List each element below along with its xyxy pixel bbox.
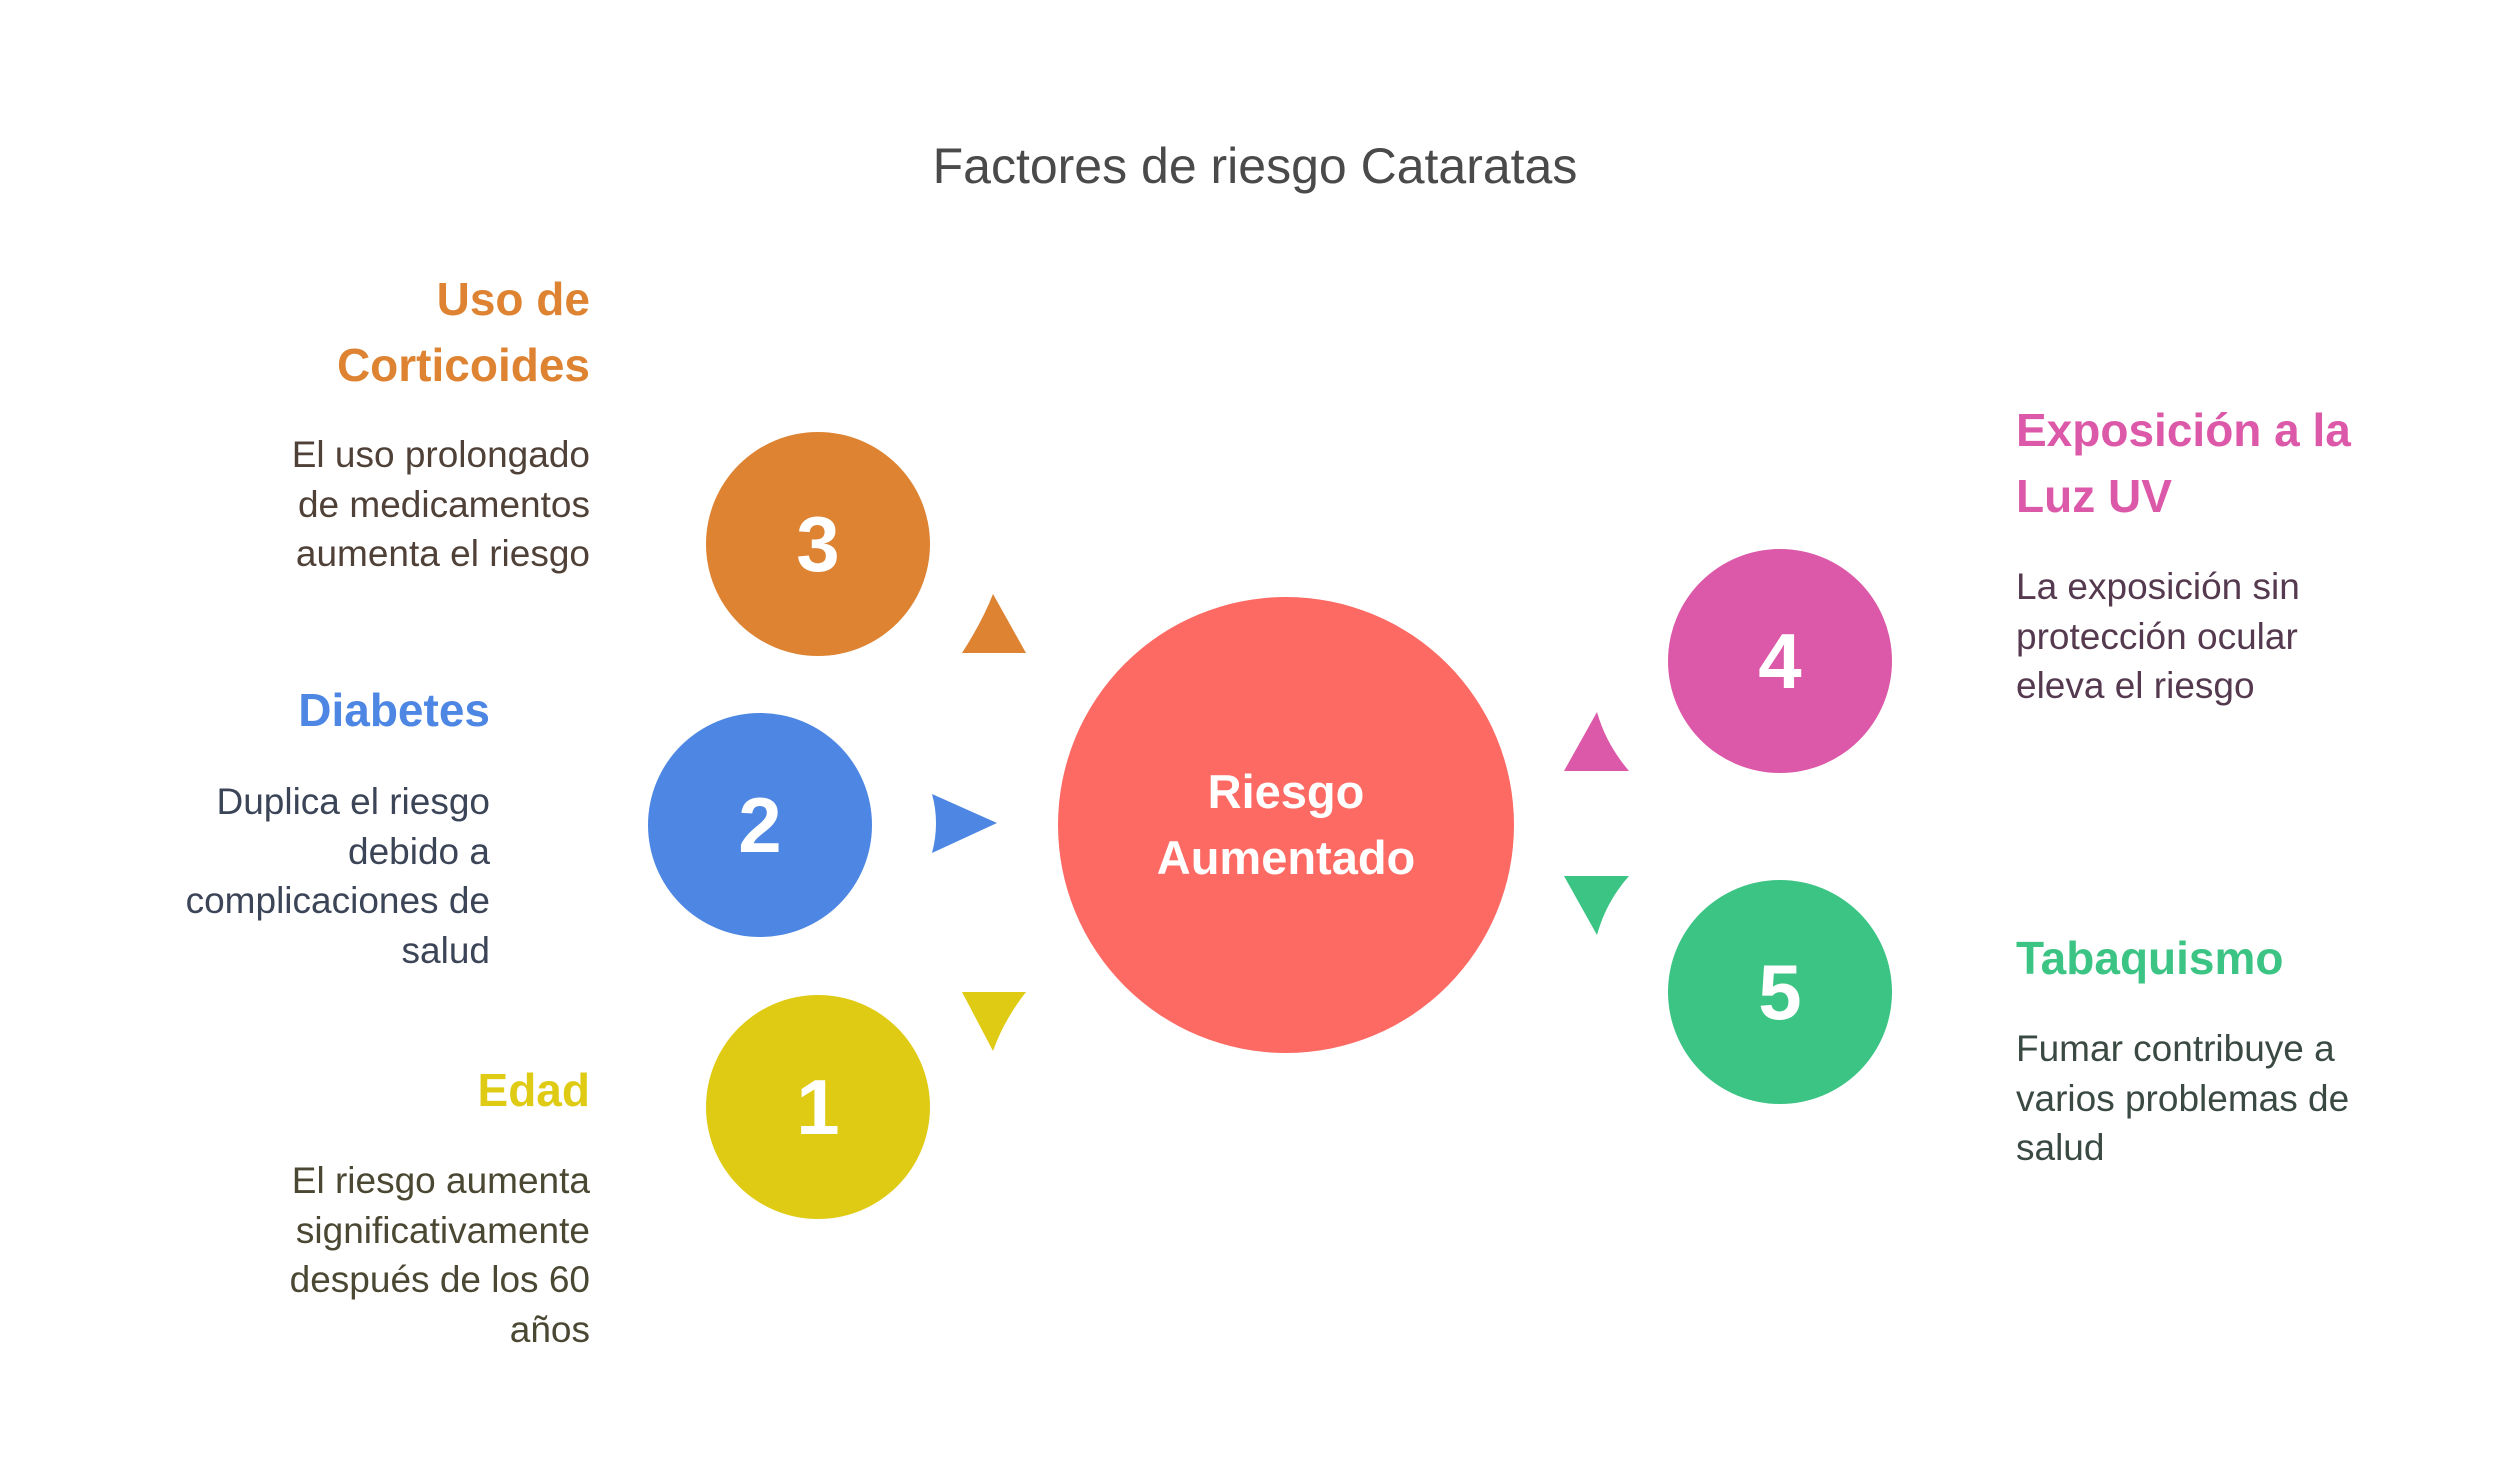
- triangle-down-icon: [962, 992, 1026, 1051]
- factor-diabetes: Diabetes Duplica el riesgo debido a comp…: [50, 677, 490, 975]
- center-label-line1: Riesgo: [1207, 765, 1365, 818]
- factor-description: El riesgo aumenta significativamente des…: [289, 1160, 590, 1350]
- factor-description: El uso prolongado de medicamentos aument…: [291, 434, 590, 574]
- factor-number-badge-2: 2: [648, 713, 872, 937]
- diagram-title: Factores de riesgo Cataratas: [932, 138, 1578, 194]
- factor-title: Exposición a la Luz UV: [2016, 404, 2351, 522]
- factor-corticoides: Uso de Corticoides El uso prolongado de …: [150, 266, 590, 579]
- factor-number-badge-1: 1: [706, 995, 930, 1219]
- factor-edad: Edad El riesgo aumenta significativament…: [150, 1057, 590, 1354]
- factor-number-badge-5: 5: [1668, 880, 1892, 1104]
- factor-title: Diabetes: [298, 684, 490, 736]
- factor-title: Edad: [477, 1064, 590, 1116]
- factor-description: La exposición sin protección ocular elev…: [2016, 566, 2300, 706]
- factor-description: Duplica el riesgo debido a complicacione…: [185, 781, 490, 971]
- triangle-up-icon: [1564, 712, 1629, 771]
- factor-description: Fumar contribuye a varios problemas de s…: [2016, 1028, 2350, 1168]
- factor-title: Tabaquismo: [2016, 932, 2284, 984]
- factor-title: Uso de Corticoides: [336, 273, 590, 391]
- center-label-line2: Aumentado: [1156, 831, 1416, 884]
- center-node: Riesgo Aumentado: [1058, 597, 1514, 1053]
- factor-luz-uv: Exposición a la Luz UV La exposición sin…: [2016, 397, 2456, 711]
- factor-number-badge-3: 3: [706, 432, 930, 656]
- factor-number-badge-4: 4: [1668, 549, 1892, 773]
- factor-tabaquismo: Tabaquismo Fumar contribuye a varios pro…: [2016, 925, 2456, 1173]
- triangle-right-icon: [932, 794, 997, 853]
- triangle-down-icon: [1564, 876, 1629, 935]
- triangle-up-icon: [962, 594, 1026, 653]
